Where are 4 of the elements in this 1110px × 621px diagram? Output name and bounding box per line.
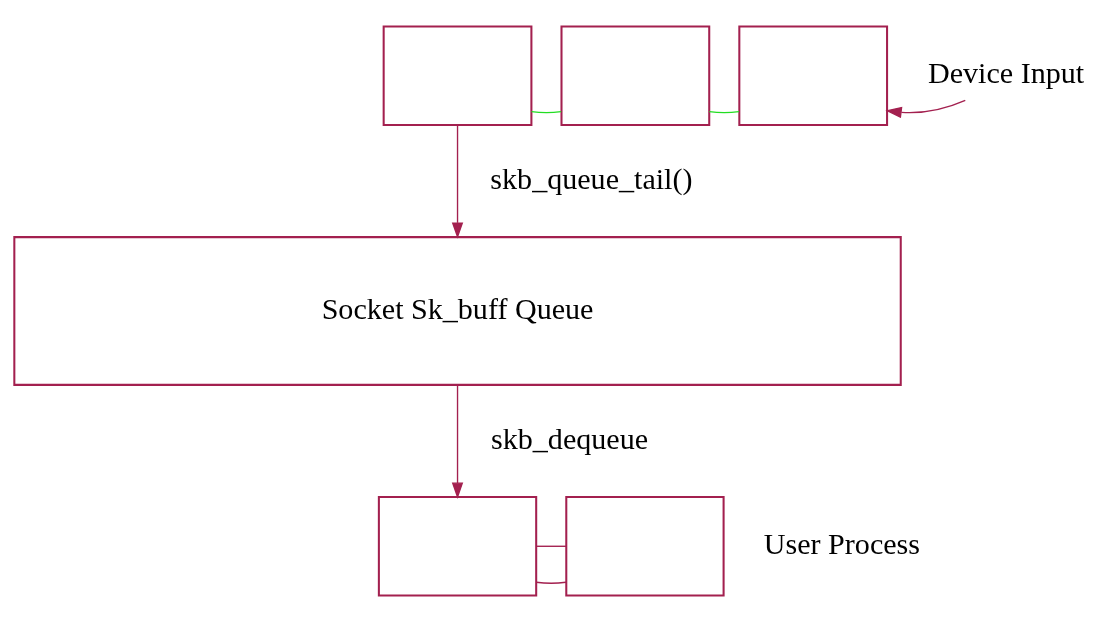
label: User Process [763,526,921,561]
node-text: Device Input [927,55,1085,90]
edge-label: skb_dequeue [491,421,649,456]
edge-label: skb_queue_tail() [490,161,693,196]
